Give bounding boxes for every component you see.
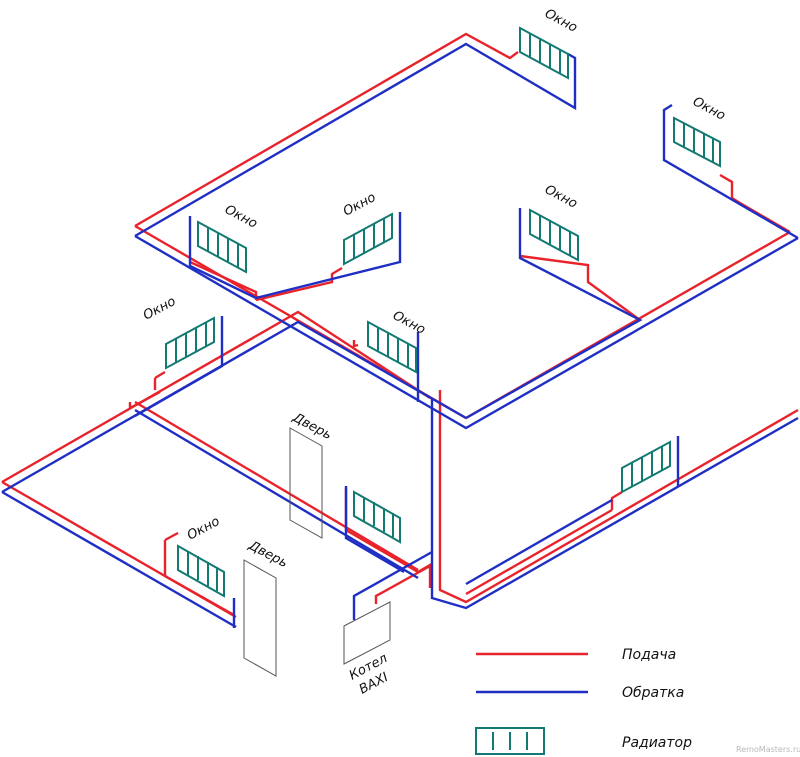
window-label: Окно xyxy=(141,294,179,323)
legend-radiator-label: Радиатор xyxy=(622,735,692,751)
window-label: Окно xyxy=(542,6,580,35)
radiator xyxy=(529,208,579,262)
return-pipes xyxy=(1,42,799,629)
legend-return-label: Обратка xyxy=(622,685,684,701)
radiator xyxy=(165,316,215,370)
door-lower xyxy=(243,559,277,677)
radiator xyxy=(367,320,417,374)
boiler xyxy=(343,601,391,665)
legend-supply-label: Подача xyxy=(622,647,676,663)
radiator xyxy=(177,544,225,598)
window-label: Окно xyxy=(341,190,379,219)
door-upper xyxy=(289,427,323,539)
radiator xyxy=(621,440,671,494)
supply-pipes xyxy=(1,32,799,619)
radiator xyxy=(519,26,569,80)
window-label: Окно xyxy=(185,514,223,543)
watermark: RemoMasters.ru xyxy=(736,745,800,754)
door-label: Дверь xyxy=(245,538,290,571)
radiator xyxy=(343,212,393,266)
door-label: Дверь xyxy=(289,410,334,443)
radiator xyxy=(353,490,401,544)
legend-radiator-swatch xyxy=(475,727,545,755)
window-label: Окно xyxy=(542,182,580,211)
legend: Подача Обратка Радиатор xyxy=(475,647,692,755)
window-label: Окно xyxy=(390,308,428,337)
window-label: Окно xyxy=(222,202,260,231)
radiator xyxy=(197,220,247,274)
window-label: Окно xyxy=(690,94,728,123)
radiators xyxy=(165,26,721,598)
radiator xyxy=(673,116,721,168)
